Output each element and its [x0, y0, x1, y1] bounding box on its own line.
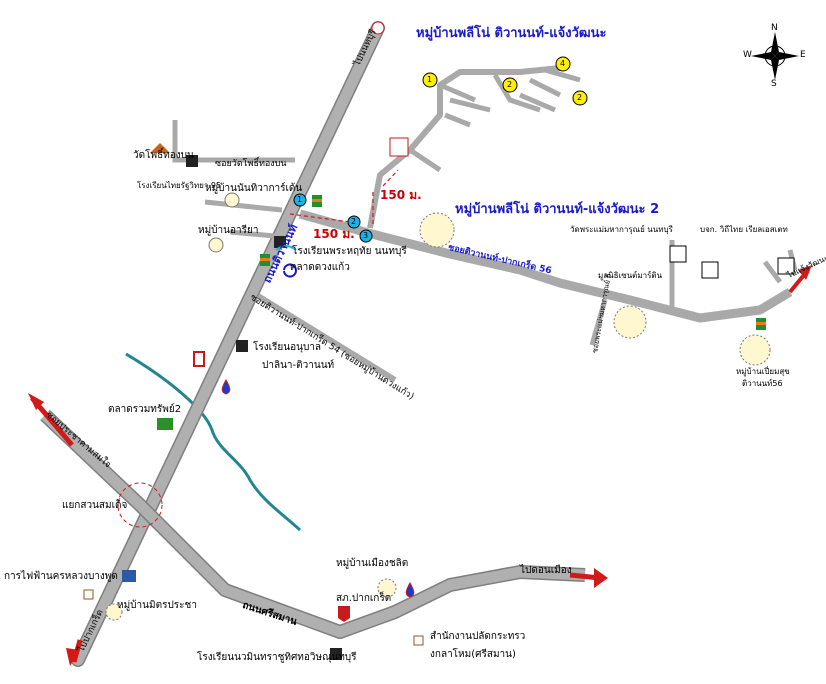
- place-company: บจก. วิถีไทย เรียลเอสเตท: [700, 225, 788, 234]
- marker-1: [293, 193, 307, 207]
- soi56-road: [298, 209, 793, 323]
- place-mb-areeya: หมู่บ้านอารียา: [198, 225, 259, 236]
- place-market-sap2: ตลาดรวมทรัพย์2: [108, 404, 182, 415]
- north-end-marker: [371, 21, 385, 35]
- junction-circle: [117, 482, 163, 528]
- place-kindergarten-1: โรงเรียนอนุบาล: [253, 342, 322, 353]
- compass-e: E: [800, 50, 806, 60]
- place-mb-piansuk-2: ติวานนท์56: [742, 379, 783, 388]
- place-police: สภ.ปากเกร็ด: [336, 593, 392, 604]
- title-village-main: หมู่บ้านพลีโน่ ติวานนท์-แจ้งวัฒนะ: [416, 26, 607, 41]
- place-mb-piansuk-1: หมู่บ้านเปี่ยมสุข: [736, 367, 790, 376]
- place-mb-muangchalit: หมู่บ้านเมืองชลิต: [336, 558, 409, 569]
- place-district-office-1: สำนักงานปลัดกระทรว: [430, 631, 526, 642]
- place-foundation: มูลนิธิเซนต์มาร์ติน: [598, 271, 663, 280]
- compass-rose: [751, 32, 799, 80]
- place-district-office-2: งกลาโหม(ศรีสมาน): [430, 649, 516, 660]
- village-access-road: [367, 65, 561, 229]
- place-kindergarten-2: ปาลินา-ติวานนท์: [262, 360, 335, 371]
- lot-1-label: 1: [427, 75, 433, 84]
- road-label-soi-wat: ซอยวัดโพธิ์ทองบน: [215, 159, 287, 169]
- marker-3-label: 3: [363, 231, 369, 240]
- place-school-phrahruthai: โรงเรียนพระหฤทัย นนทบุรี: [292, 246, 407, 257]
- distance-label-1: 150 ม.: [380, 188, 422, 202]
- lot-4-label: 4: [560, 59, 566, 68]
- compass-s: S: [771, 79, 777, 89]
- marker-2: [347, 215, 361, 229]
- road-label-to-donmueang: ไปดอนเมือง: [520, 565, 572, 576]
- place-school-navamin: โรงเรียนนวมินทราชูทิศทอวิษณุนทบุรี: [197, 652, 357, 663]
- river: [125, 352, 302, 532]
- place-market-duangkaew: ตลาดดวงแก้ว: [290, 262, 350, 273]
- place-mb-mitprachar: หมู่บ้านมิตรประชา: [117, 600, 197, 611]
- marker-2-label: 2: [351, 217, 357, 226]
- compass-n: N: [771, 23, 778, 33]
- place-school-thairat: โรงเรียนไทยรัฐวิทยา 95: [137, 181, 222, 190]
- soi54-road: [256, 293, 397, 383]
- place-mb-nanthiwat: หมู่บ้านนันทิวาการ์เด้น: [205, 183, 303, 194]
- title-village-2: หมู่บ้านพลีโน่ ติวานนท์-แจ้งวัฒนะ 2: [455, 202, 660, 217]
- lot-2-label: 2: [507, 80, 513, 89]
- lot-2b-label: 2: [577, 93, 583, 102]
- distance-label-2: 150 ม.: [313, 227, 355, 241]
- compass-w: W: [743, 50, 752, 60]
- place-electricity: การไฟฟ้านครหลวงบางพูด: [4, 571, 118, 582]
- marker-1-label: 1: [297, 195, 303, 204]
- place-wat-photongbon: วัดโพธิ์ทองบน: [133, 150, 194, 161]
- marker-3: [359, 229, 373, 243]
- place-wat-mahakarun: วัดพระแม่มหาการุณย์ นนทบุรี: [570, 225, 673, 234]
- place-junction: แยกสวนสมเด็จ: [62, 500, 128, 511]
